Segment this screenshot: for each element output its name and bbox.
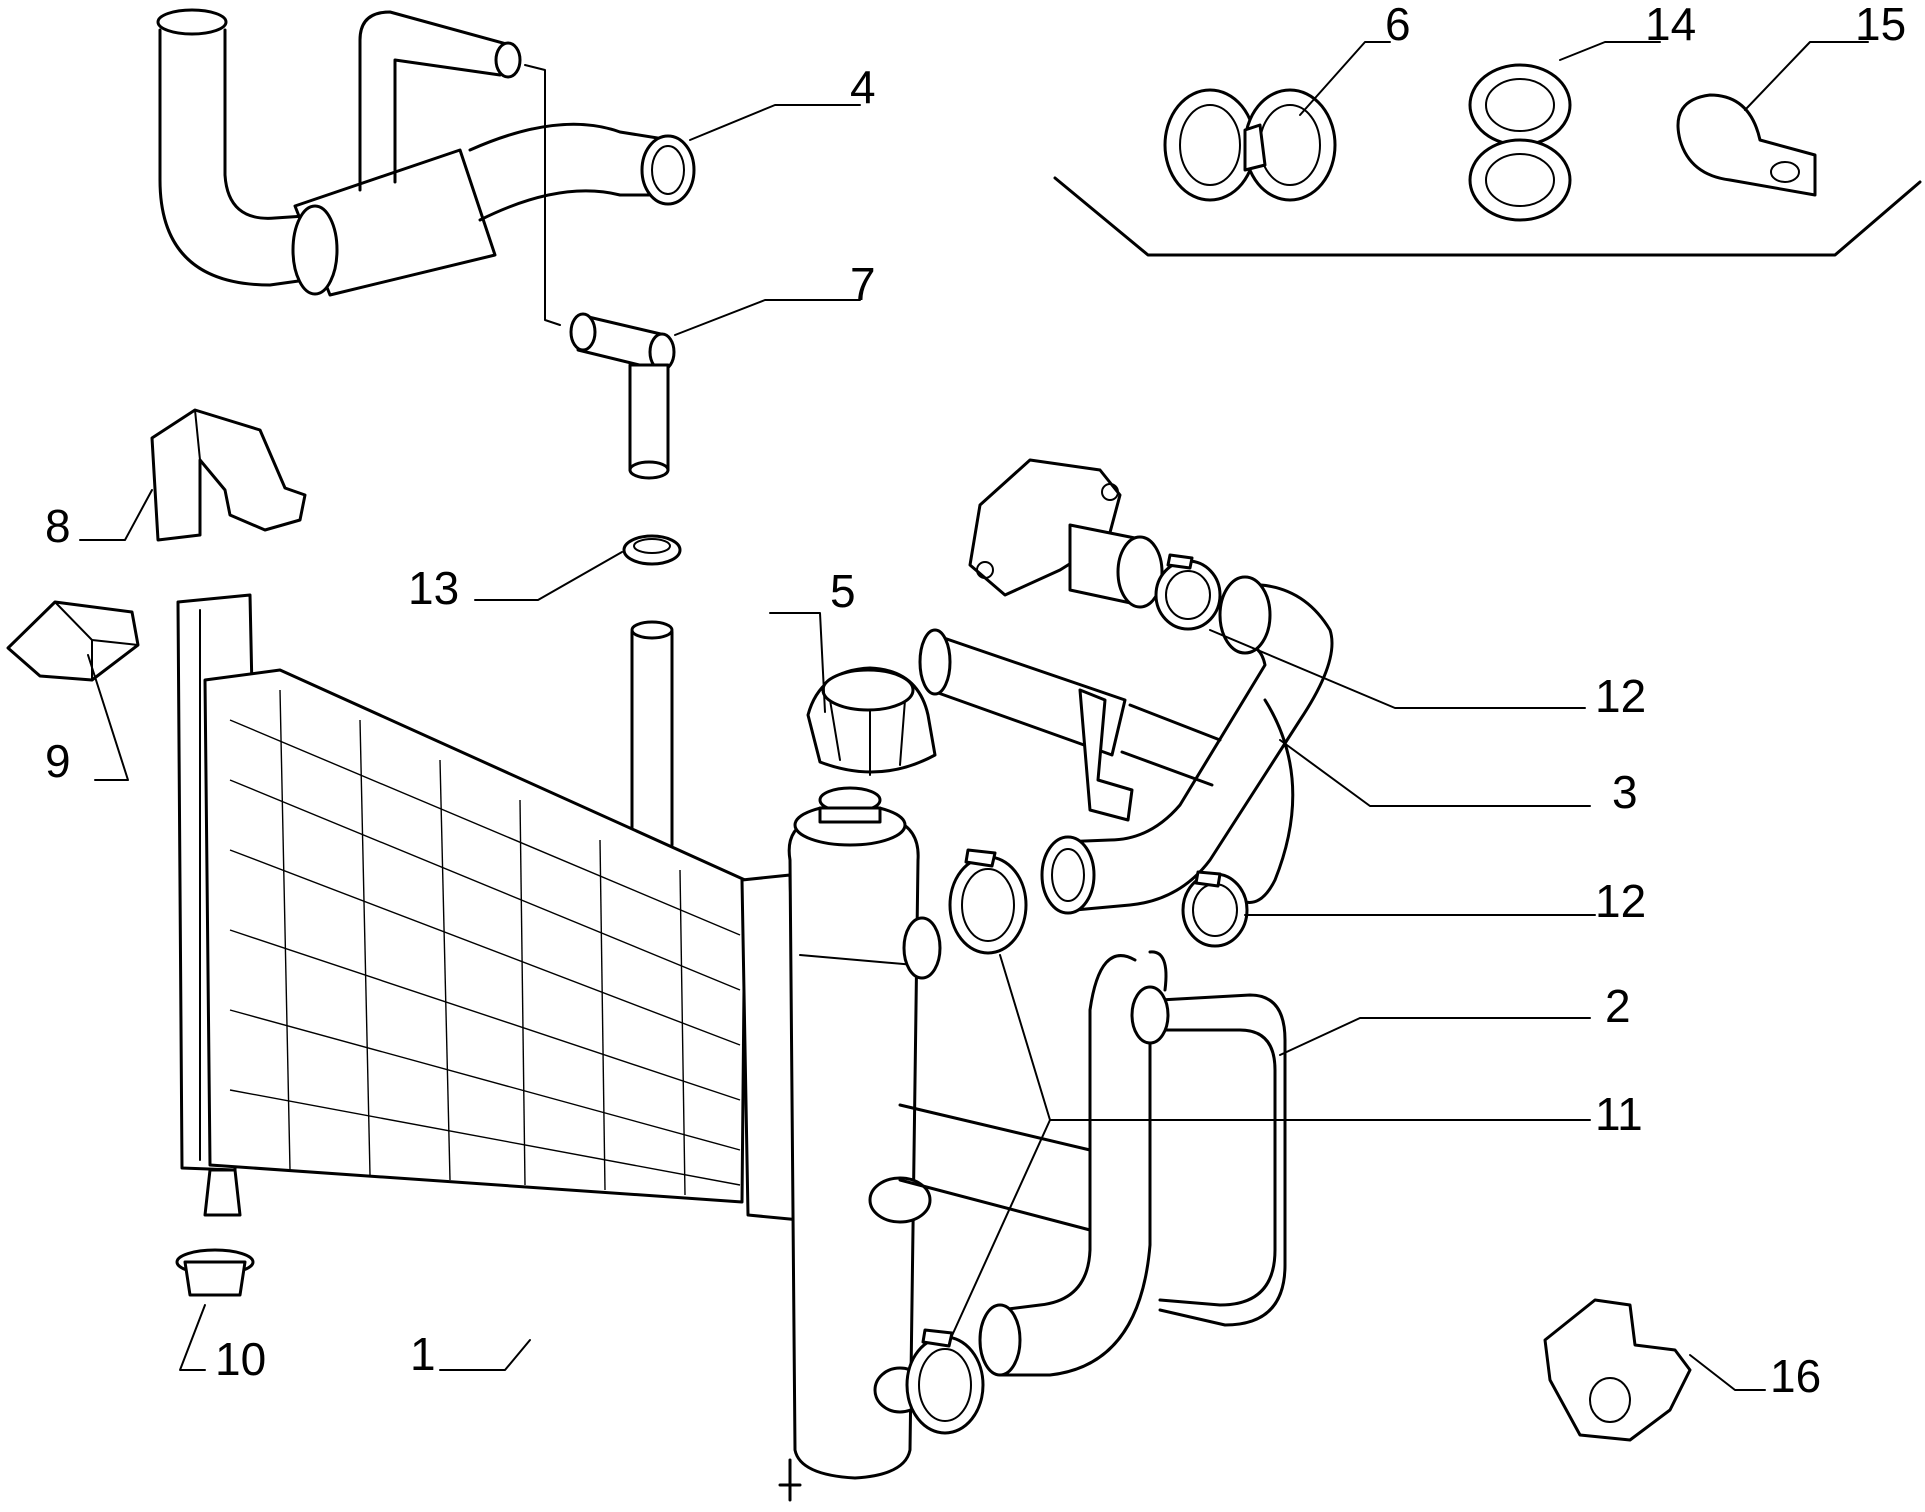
clip-16 bbox=[1676, 93, 1817, 197]
callout-5: 5 bbox=[830, 565, 856, 617]
thermostat-housing bbox=[968, 458, 1164, 609]
callout-2: 2 bbox=[1605, 980, 1631, 1032]
callout-13: 13 bbox=[408, 562, 459, 614]
radiator-core-mesh bbox=[229, 689, 741, 1196]
callout-9: 9 bbox=[45, 735, 71, 787]
small-hose-clamp bbox=[622, 534, 682, 566]
hose-clamp-11-lower bbox=[905, 1328, 985, 1435]
drain-plug bbox=[175, 1248, 255, 1297]
callout-10: 10 bbox=[215, 1333, 266, 1385]
callout-1: 1 bbox=[410, 1328, 436, 1380]
radiator bbox=[176, 593, 802, 1222]
callout-6: 6 bbox=[1385, 0, 1411, 50]
callout-8: 8 bbox=[45, 500, 71, 552]
callout-labels: 4 6 14 15 7 8 13 5 12 9 3 12 2 11 1 10 1… bbox=[45, 0, 1906, 1402]
clip-tray-outline bbox=[1053, 176, 1922, 257]
callout-16: 15 bbox=[1855, 0, 1906, 50]
callout-15: 14 bbox=[1645, 0, 1696, 50]
t-connector bbox=[569, 312, 676, 480]
hose-clamp-12-upper bbox=[1154, 553, 1222, 631]
hose-2 bbox=[898, 950, 1287, 1377]
hose-3 bbox=[1040, 575, 1334, 915]
clip-6 bbox=[1163, 88, 1337, 202]
metal-pipe bbox=[918, 628, 1222, 822]
mounting-bracket bbox=[150, 408, 307, 542]
clip-15 bbox=[1468, 63, 1572, 222]
hose-clamp-12-lower bbox=[1181, 870, 1249, 948]
callout-12b: 12 bbox=[1595, 875, 1646, 927]
leader-lines bbox=[79, 41, 1869, 1391]
clip-14 bbox=[1543, 1298, 1692, 1442]
filler-cap bbox=[806, 666, 937, 776]
callout-11: 11 bbox=[1595, 1088, 1643, 1140]
hose-clamp-11-upper bbox=[948, 848, 1028, 955]
callout-7: 7 bbox=[850, 258, 876, 310]
rubber-mount bbox=[6, 600, 140, 682]
callout-14: 16 bbox=[1770, 1350, 1821, 1402]
callout-3: 3 bbox=[1612, 766, 1638, 818]
callout-4: 4 bbox=[850, 61, 876, 113]
overflow-pipe bbox=[630, 620, 674, 847]
upper-hose-assembly bbox=[156, 8, 696, 297]
callout-12a: 12 bbox=[1595, 670, 1646, 722]
